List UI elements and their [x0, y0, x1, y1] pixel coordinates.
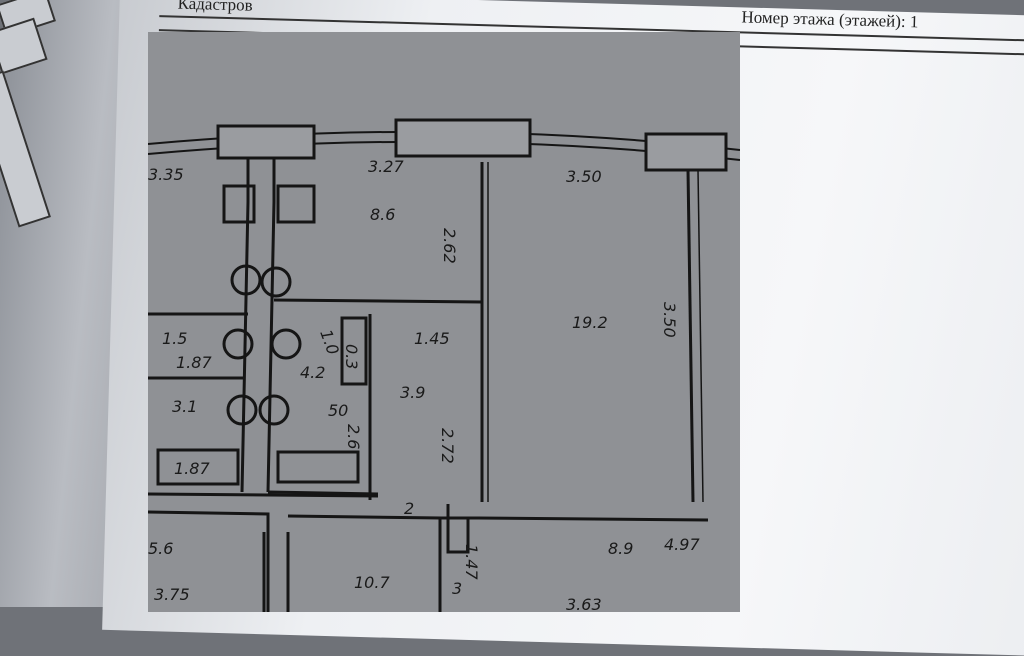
- bottom-dim-3-label: 3.63: [566, 595, 602, 612]
- floor-plan: 3.27 3.50 8.6 2.62 19.2 3.50 1.45 3.9 2.…: [147, 32, 741, 614]
- bath-area-label: 4.2: [300, 363, 325, 382]
- room-width-label: 3.50: [566, 167, 602, 186]
- left-area-2-label: 3.1: [172, 397, 197, 416]
- hall-area-label: 3.9: [400, 383, 425, 402]
- cadastral-label: Кадастров: [177, 0, 253, 15]
- kitchen-length-label: 2.62: [440, 228, 459, 264]
- left-area-3-label: 5.6: [148, 539, 173, 558]
- bottom-area-2-label: 8.9: [608, 539, 633, 558]
- floor-plan-drawing: 3.27 3.50 8.6 2.62 19.2 3.50 1.45 3.9 2.…: [147, 118, 741, 614]
- stair-dim-label: 3: [452, 579, 462, 598]
- kitchen-width-label: 3.27: [368, 157, 404, 176]
- left-dim-2-label: 1.87: [176, 353, 212, 372]
- left-dim-1-label: 3.35: [148, 165, 184, 184]
- closet-area-label: 0.3: [342, 344, 361, 369]
- bath-dim2-label: 50: [328, 401, 348, 420]
- bottom-dim-1-label: 1.47: [462, 544, 481, 580]
- hall-width-label: 1.45: [414, 329, 450, 348]
- room-length-label: 3.50: [660, 302, 679, 338]
- bottom-dim-2-label: 4.97: [664, 535, 700, 554]
- floor-number-label: Номер этажа (этажей): 1: [741, 7, 919, 32]
- bath-dim-label: 1.0: [316, 327, 343, 357]
- left-dim-4-label: 3.75: [154, 585, 190, 604]
- bottom-area-1-label: 10.7: [354, 573, 390, 592]
- room-area-label: 19.2: [572, 313, 608, 332]
- kitchen-area-label: 8.6: [370, 205, 395, 224]
- bath-dim3-label: 2.6: [344, 424, 363, 449]
- left-dim-3-label: 1.87: [174, 459, 210, 478]
- left-area-1-label: 1.5: [162, 329, 187, 348]
- door-dim-label: 2: [404, 499, 414, 518]
- hall-length-label: 2.72: [438, 428, 457, 464]
